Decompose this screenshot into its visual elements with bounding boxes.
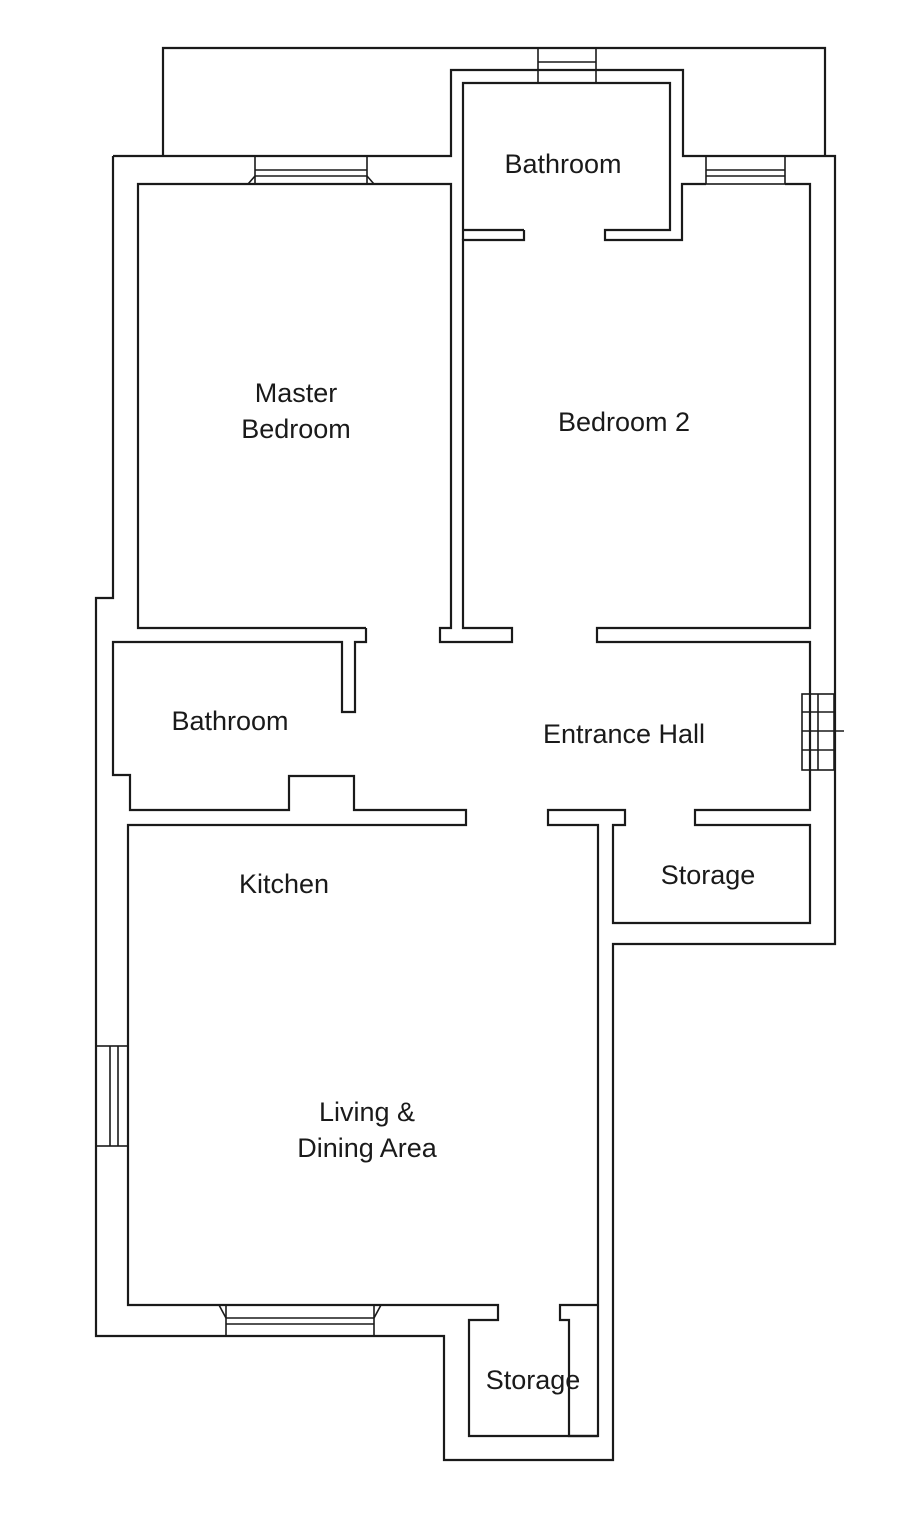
room-label-bathroom-top: Bathroom	[504, 149, 622, 179]
window-master-bedroom	[247, 155, 375, 185]
room-label-entrance-hall: Entrance Hall	[542, 719, 706, 749]
room-label-bathroom-left: Bathroom	[171, 706, 289, 736]
balcony-outline	[161, 46, 827, 156]
window-living-bottom	[218, 1304, 382, 1337]
bedroom-2-wall	[546, 182, 812, 1438]
window-bedroom-2	[705, 155, 786, 185]
room-label-storage-right: Storage	[660, 860, 756, 890]
room-label-bedroom-2: Bedroom 2	[557, 407, 691, 437]
bathroom-top-wall	[461, 81, 706, 242]
room-label-kitchen: Kitchen	[238, 869, 330, 899]
window-living-left	[95, 1045, 129, 1147]
window-bathroom-top	[537, 47, 597, 84]
room-label-storage-bottom: Storage	[485, 1365, 581, 1395]
room-label-master-bedroom: Master Bedroom	[241, 378, 351, 444]
bathroom-left-wall	[111, 628, 598, 1438]
room-label-living-dining: Living & Dining Area	[297, 1097, 437, 1163]
outer-wall	[94, 68, 837, 1462]
